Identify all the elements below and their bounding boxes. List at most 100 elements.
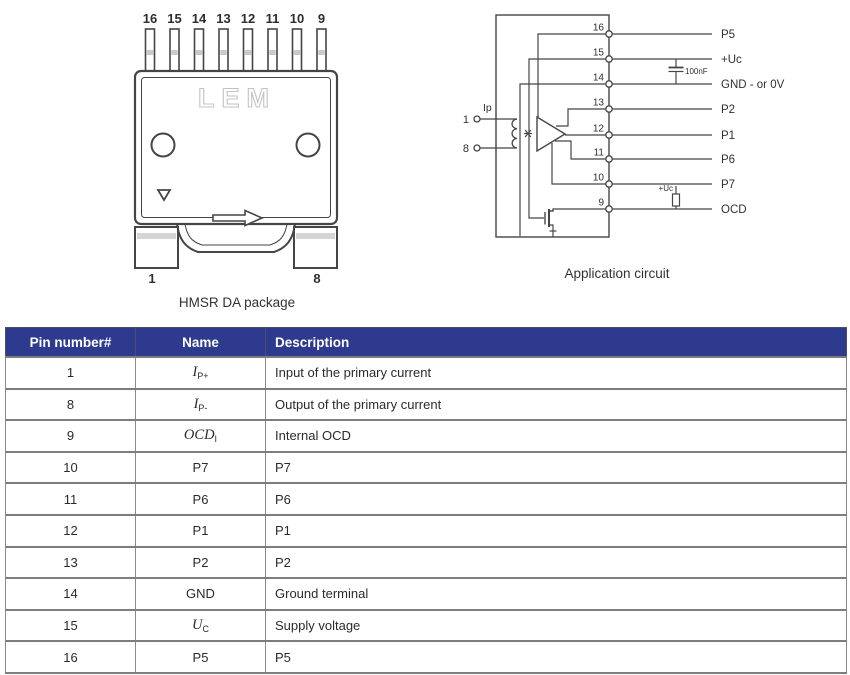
cell-pin-number: 16: [5, 640, 136, 674]
circuit-pin-number: 11: [594, 148, 605, 159]
circuit-pin-number: 16: [593, 23, 605, 34]
lem-logo: LEM: [198, 83, 276, 113]
cell-pin-description: P6: [265, 482, 847, 516]
package-pin: 14: [192, 11, 207, 74]
hall-cell-icon: [524, 129, 532, 138]
circuit-pin-number: 14: [593, 73, 605, 84]
package-channel: [176, 223, 296, 253]
circuit-pin-label: GND - or 0V: [721, 79, 785, 91]
package-pin-number: 10: [290, 11, 304, 26]
cell-pin-name: IP+: [135, 356, 266, 390]
header-pin-number: Pin number#: [5, 327, 136, 358]
header-description: Description: [265, 327, 847, 358]
pullup-supply-label: +Uc: [659, 184, 673, 193]
cell-pin-number: 9: [5, 419, 136, 453]
cell-pin-name: UC: [135, 608, 266, 643]
package-pin: 15: [167, 11, 182, 74]
cell-pin-number: 13: [5, 545, 136, 580]
package-pin-number: 13: [216, 11, 230, 26]
cell-pin-name: IP-: [135, 387, 266, 422]
package-pin-number: 12: [241, 11, 255, 26]
pin-table-header-row: Pin number# Name Description: [5, 327, 847, 358]
transistor-icon: [544, 209, 557, 237]
package-pin1-label: 1: [148, 271, 155, 286]
cell-pin-number: 11: [5, 482, 136, 516]
package-hole-left: [150, 132, 176, 158]
circuit-pin-label: P6: [721, 154, 735, 166]
package-pin-number: 15: [167, 11, 181, 26]
cell-pin-description: P5: [265, 640, 847, 674]
package-pin: 12: [241, 11, 255, 74]
primary-winding: [480, 118, 518, 149]
package-body: [133, 69, 339, 226]
primary-pin1-label: 1: [463, 114, 469, 126]
cell-pin-description: Supply voltage: [265, 608, 847, 643]
cell-pin-description: Input of the primary current: [265, 356, 847, 390]
cell-pin-number: 8: [5, 387, 136, 422]
cell-pin-name: P2: [135, 545, 266, 580]
cell-pin-number: 1: [5, 356, 136, 390]
package-pin: 9: [316, 11, 327, 74]
package-pin: 16: [143, 11, 157, 74]
circuit-pin-row: 15+Uc: [593, 48, 742, 67]
circuit-pin-label: OCD: [721, 204, 747, 216]
cell-pin-number: 12: [5, 513, 136, 548]
package-pin-number: 11: [266, 11, 280, 26]
primary-terminal-8: [473, 144, 481, 152]
package-caption: HMSR DA package: [179, 295, 295, 310]
cell-pin-name: P1: [135, 513, 266, 548]
cell-pin-number: 15: [5, 608, 136, 643]
cell-pin-description: Ground terminal: [265, 577, 847, 611]
circuit-pin-label: P1: [721, 130, 735, 142]
primary-current-label: Ip: [483, 102, 492, 114]
cell-pin-name: P7: [135, 450, 266, 485]
package-pin-number: 16: [143, 11, 157, 26]
circuit-pin-label: P2: [721, 104, 735, 116]
package-pin: 13: [216, 11, 231, 74]
header-name: Name: [135, 327, 266, 358]
circuit-pin-number: 15: [593, 48, 605, 59]
primary-pin8-label: 8: [463, 143, 469, 155]
cell-pin-name: P5: [135, 640, 266, 674]
capacitor-icon: [668, 59, 684, 84]
capacitor-value-label: 100nF: [685, 67, 708, 76]
pullup-resistor-icon: [671, 186, 681, 209]
cell-pin-description: Output of the primary current: [265, 387, 847, 422]
circuit-pin-number: 10: [593, 173, 605, 184]
primary-terminal-1: [473, 115, 481, 123]
current-arrow-icon: [212, 209, 264, 227]
circuit-internal-wires: [519, 33, 609, 237]
cell-pin-name: OCDI: [135, 419, 266, 453]
package-pin: 11: [266, 11, 280, 74]
package-pin-number: 14: [192, 11, 207, 26]
cell-pin-description: P7: [265, 450, 847, 485]
amplifier-icon: [536, 115, 567, 153]
package-pin-number: 9: [318, 11, 325, 26]
package-hole-right: [295, 132, 321, 158]
cell-pin-number: 10: [5, 450, 136, 485]
circuit-pin-number: 9: [598, 198, 604, 209]
cell-pin-name: P6: [135, 482, 266, 516]
cell-pin-description: P1: [265, 513, 847, 548]
